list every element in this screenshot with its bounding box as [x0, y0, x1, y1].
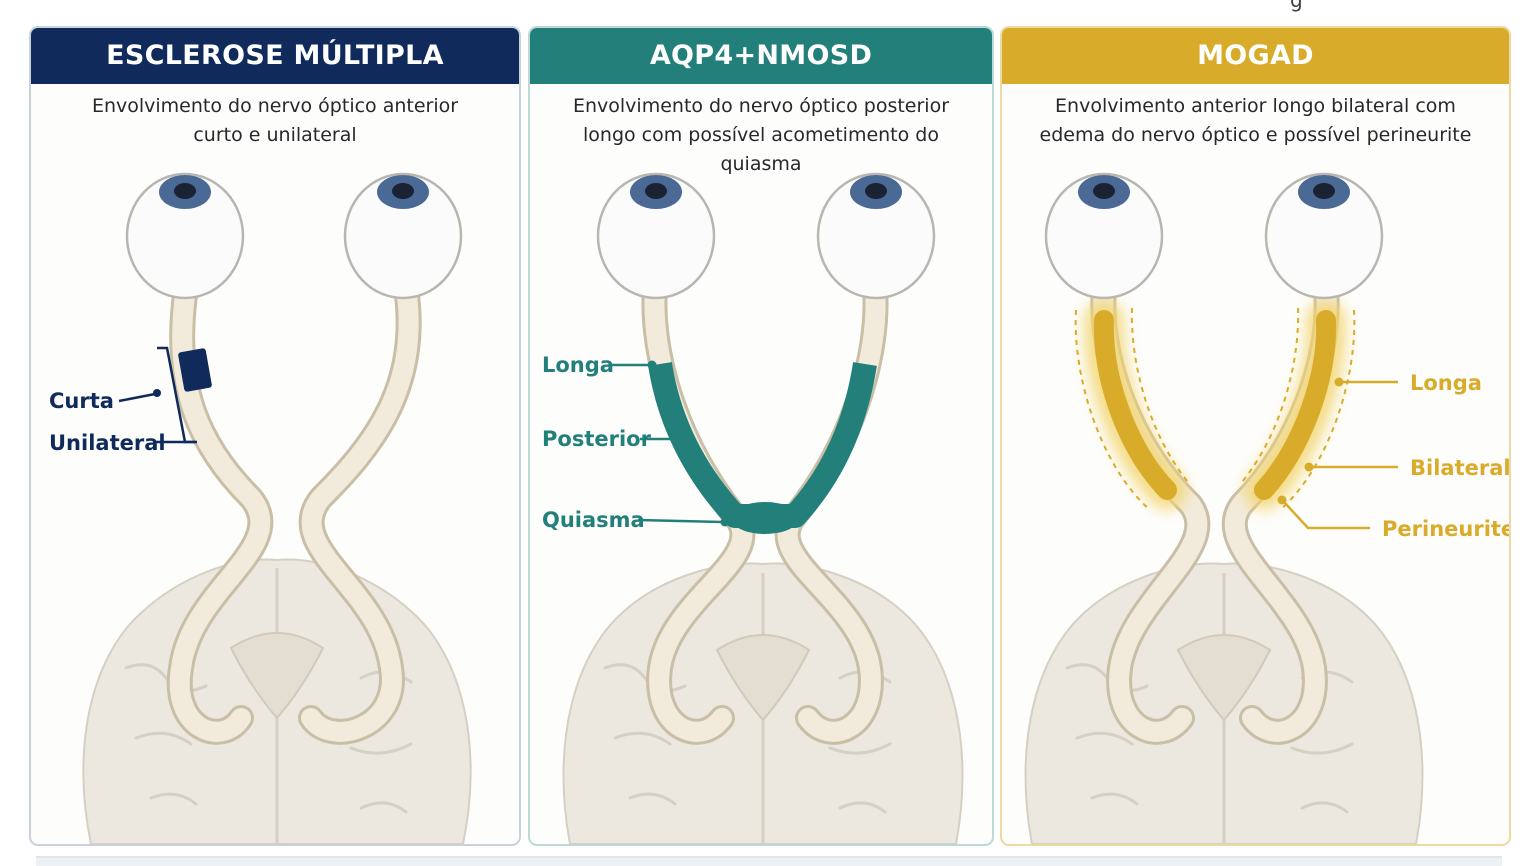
brain-illustration	[82, 558, 472, 844]
panel-description: Envolvimento do nervo óptico anterior cu…	[41, 92, 509, 150]
left-eye	[596, 172, 716, 300]
bottom-panel-edge	[36, 856, 1502, 866]
right-eye	[1264, 172, 1384, 300]
panel-description: Envolvimento anterior longo bilateral co…	[1012, 92, 1499, 150]
optic-nerves	[1074, 275, 1356, 745]
label-unilateral-text: Unilateral	[49, 431, 166, 455]
label-long: Longa	[1334, 371, 1482, 395]
label-longa: Longa	[1410, 371, 1482, 395]
panel-title: AQP4+NMOSD	[530, 28, 992, 84]
brain-illustration	[1024, 562, 1424, 844]
label-perineuritis: Perineurite	[1277, 495, 1511, 541]
brain-illustration	[562, 562, 964, 844]
lesion-short-unilateral	[178, 348, 212, 392]
description-line-2: longo com possível acometimento do quias…	[583, 124, 939, 175]
optic-nerves	[641, 275, 889, 745]
description-line-2: curto e unilateral	[193, 124, 357, 146]
panel-mogad: MOGAD Envolvimento anterior longo bilate…	[1000, 26, 1511, 846]
optic-pathway-illustration: Curta Unilateral	[49, 172, 472, 844]
cropped-text-fragment: g	[1290, 0, 1303, 12]
label-longa: Longa	[542, 353, 614, 377]
perineuritis-outline-left	[1074, 309, 1151, 511]
optic-nerves	[166, 275, 422, 745]
description-line-2: edema do nervo óptico e possível perineu…	[1039, 124, 1472, 146]
panel-aqp4-nmosd: AQP4+NMOSD Envolvimento do nervo óptico …	[528, 26, 994, 846]
lesion-left-long	[1093, 310, 1177, 500]
right-eye	[343, 172, 463, 300]
description-line-1: Envolvimento do nervo óptico anterior	[91, 95, 459, 117]
label-bilateral: Bilateral	[1304, 456, 1511, 480]
label-quiasma: Quiasma	[542, 508, 645, 532]
optic-pathway-illustration: Longa Posterior Quiasma	[542, 172, 964, 844]
panel-description: Envolvimento do nervo óptico posterior l…	[540, 92, 982, 179]
right-eye	[816, 172, 936, 300]
description-line-1: Envolvimento anterior longo bilateral co…	[1055, 95, 1456, 117]
description-line-1: Envolvimento do nervo óptico posterior	[572, 95, 950, 117]
label-long: Longa	[542, 353, 657, 377]
lesion-chiasm	[731, 502, 799, 534]
lesion-right-long	[1254, 310, 1337, 500]
label-bilateral-text: Bilateral	[1410, 456, 1511, 480]
panel-title: ESCLEROSE MÚLTIPLA	[31, 28, 519, 84]
lesion-long-posterior	[648, 362, 877, 528]
panel-title: MOGAD	[1002, 28, 1509, 84]
left-eye	[1044, 172, 1164, 300]
label-perineurite: Perineurite	[1382, 517, 1511, 541]
optic-pathway-illustration: Longa Bilateral Perineurite	[1024, 172, 1511, 844]
label-curta: Curta	[49, 389, 114, 413]
label-chiasm: Quiasma	[542, 508, 730, 532]
label-posterior: Posterior	[542, 427, 685, 451]
panel-multiple-sclerosis: ESCLEROSE MÚLTIPLA Envolvimento do nervo…	[29, 26, 521, 846]
perineuritis-outline-right	[1279, 309, 1356, 511]
label-posterior-text: Posterior	[542, 427, 652, 451]
label-short: Curta	[49, 389, 161, 413]
label-unilateral: Unilateral	[49, 431, 195, 455]
left-eye	[125, 172, 245, 300]
